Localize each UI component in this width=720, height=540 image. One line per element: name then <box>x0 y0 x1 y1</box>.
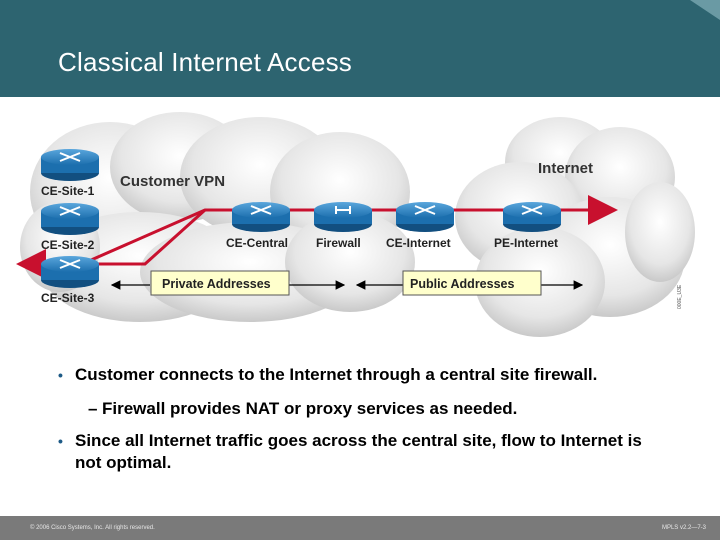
firewall-label: Firewall <box>316 236 361 250</box>
router-icon <box>396 202 454 232</box>
sub-bullet-text: Firewall provides NAT or proxy services … <box>102 399 518 418</box>
public-addresses-box <box>402 270 542 296</box>
router-icon <box>41 149 99 181</box>
sub-bullet-marker: – <box>88 399 98 418</box>
header-corner-accent <box>690 0 720 20</box>
bullet-text: Since all Internet traffic goes across t… <box>75 431 642 472</box>
slide-header: Classical Internet Access <box>0 0 720 97</box>
private-addresses-box <box>150 270 290 296</box>
private-addresses-label: Private Addresses <box>162 277 271 291</box>
slide-title: Classical Internet Access <box>58 47 353 77</box>
ce-internet-label: CE-Internet <box>386 236 451 250</box>
bullet-text: Customer connects to the Internet throug… <box>75 365 598 384</box>
figure-code: 000E_U3E <box>677 284 683 309</box>
router-icon <box>41 256 99 288</box>
router-icon <box>232 202 290 232</box>
slide-number: MPLS v2.2—7-3 <box>661 525 706 531</box>
public-addresses-label: Public Addresses <box>410 277 514 291</box>
ce-central-label: CE-Central <box>226 236 288 250</box>
pe-internet-label: PE-Internet <box>494 236 558 250</box>
ce-site-1-label: CE-Site-1 <box>41 184 95 198</box>
network-diagram: Customer VPN Internet CE-Site-1 CE-Site-… <box>15 112 695 337</box>
copyright-text: © 2006 Cisco Systems, Inc. All rights re… <box>30 525 155 531</box>
router-icon <box>503 202 561 232</box>
ce-site-2-label: CE-Site-2 <box>41 238 95 252</box>
ce-site-3-label: CE-Site-3 <box>41 291 95 305</box>
internet-cloud <box>455 117 695 337</box>
internet-label: Internet <box>538 160 593 177</box>
router-icon <box>41 203 99 235</box>
slide-footer: © 2006 Cisco Systems, Inc. All rights re… <box>0 516 720 540</box>
bullet-marker: • <box>58 433 63 449</box>
firewall-icon <box>314 202 372 232</box>
customer-vpn-label: Customer VPN <box>120 173 225 190</box>
bullet-marker: • <box>58 367 63 383</box>
